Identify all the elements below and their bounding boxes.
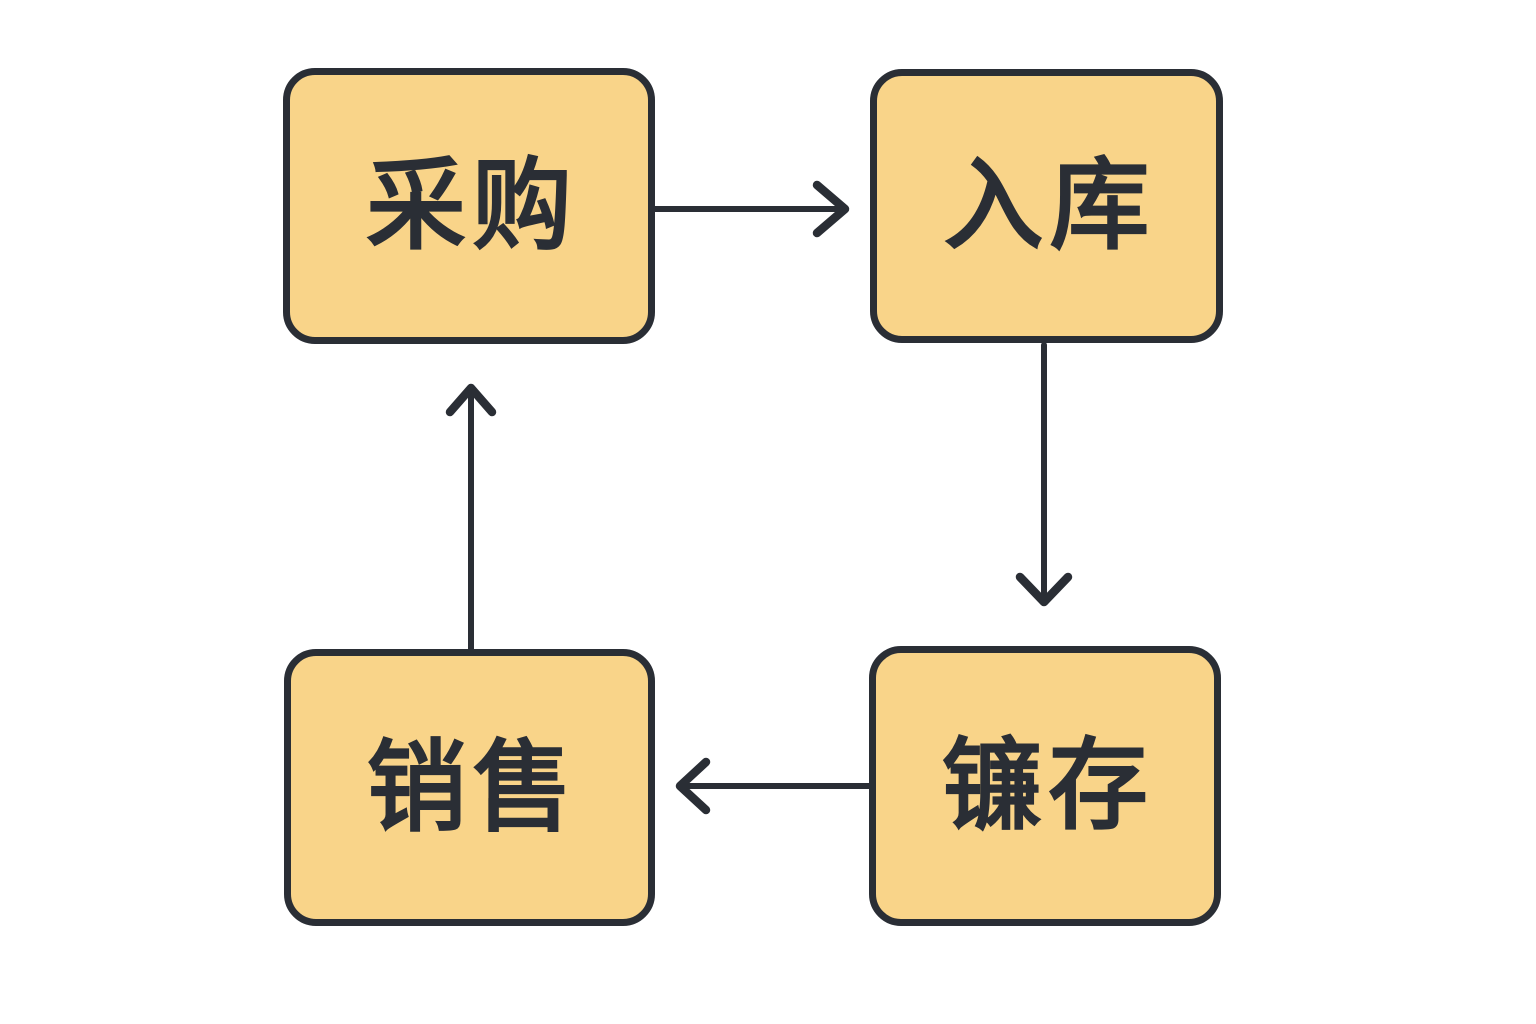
node-inbound-warehouse: 入库	[870, 69, 1223, 343]
node-inbound-warehouse-label: 入库	[943, 147, 1156, 264]
node-inventory-label: 镰存	[942, 727, 1154, 844]
node-sales: 销售	[284, 649, 655, 926]
arrow-inventory-to-sales	[675, 757, 872, 815]
arrow-inbound-to-inventory	[1015, 342, 1073, 607]
node-procurement-label: 采购	[366, 147, 578, 264]
arrow-sales-to-procurement	[445, 383, 497, 652]
node-sales-label: 销售	[366, 728, 579, 846]
node-procurement: 采购	[283, 68, 655, 344]
arrow-procurement-to-inbound	[652, 180, 850, 238]
node-inventory: 镰存	[869, 646, 1221, 926]
